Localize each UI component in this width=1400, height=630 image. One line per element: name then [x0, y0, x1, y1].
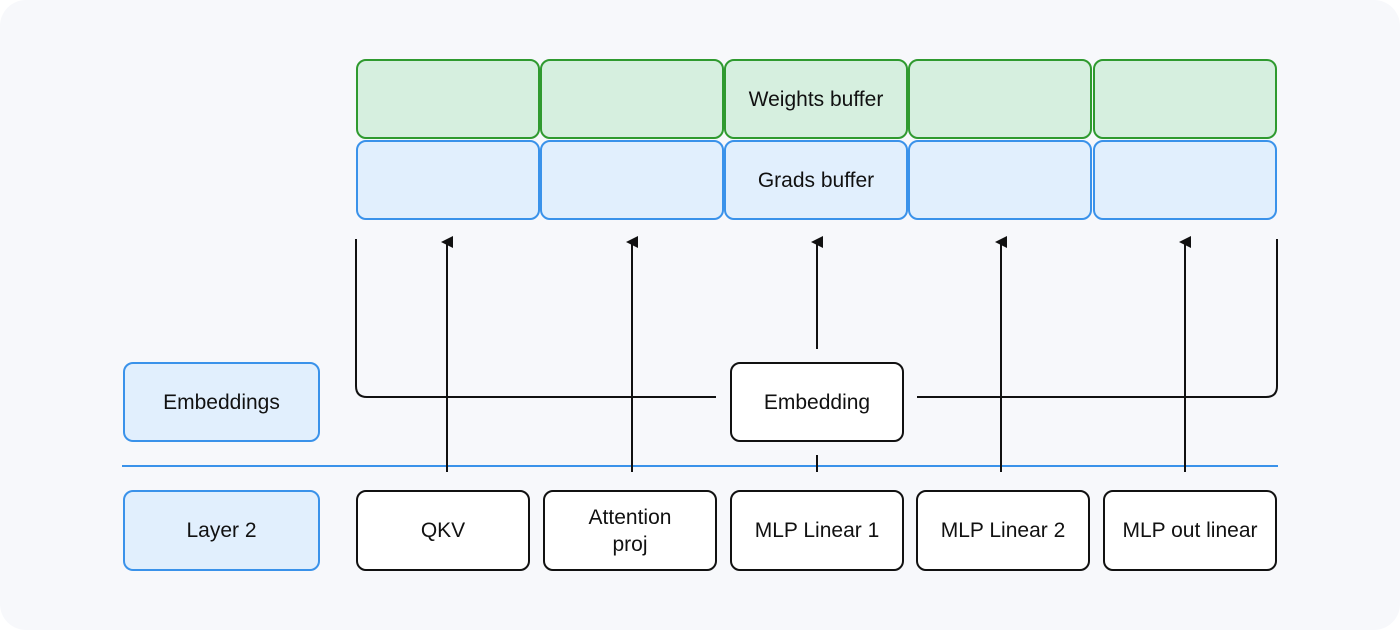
layer-op-label: MLP Linear 2 — [940, 519, 1066, 542]
layer-row-label: Layer 2 — [123, 490, 320, 571]
weights-buffer-segment-3: Weights buffer — [724, 59, 908, 139]
layer-op-qkv: QKV — [356, 490, 530, 571]
weights-buffer-segment-5 — [1093, 59, 1277, 139]
layer-op-label: QKV — [420, 519, 466, 542]
layer-op-mlp-linear-1: MLP Linear 1 — [730, 490, 904, 571]
layer-op-label: MLP Linear 1 — [754, 519, 880, 542]
weights-buffer-segment-4 — [908, 59, 1092, 139]
grads-buffer-label: Grads buffer — [757, 168, 875, 192]
weights-buffer-label: Weights buffer — [748, 87, 884, 111]
grads-buffer-segment-4 — [908, 140, 1092, 220]
layer-row-label-text: Layer 2 — [186, 519, 257, 542]
embedding-op-label: Embedding — [763, 390, 871, 414]
layer-op-label: MLP out linear — [1122, 519, 1258, 542]
layer-op-mlp-out-linear: MLP out linear — [1103, 490, 1277, 571]
embedding-bracket-left — [355, 239, 716, 398]
layer-op-label: Attention proj — [588, 505, 672, 556]
weights-buffer-segment-2 — [540, 59, 724, 139]
grads-buffer-segment-1 — [356, 140, 540, 220]
grads-buffer-segment-2 — [540, 140, 724, 220]
embeddings-row-label: Embeddings — [123, 362, 320, 442]
embedding-bracket-right — [917, 239, 1278, 398]
layer-op-mlp-linear-2: MLP Linear 2 — [916, 490, 1090, 571]
grads-buffer-segment-5 — [1093, 140, 1277, 220]
embedding-op-box: Embedding — [730, 362, 904, 442]
weights-buffer-segment-1 — [356, 59, 540, 139]
embeddings-row-label-text: Embeddings — [163, 390, 280, 414]
grads-buffer-segment-3: Grads buffer — [724, 140, 908, 220]
layer-op-attention-proj: Attention proj — [543, 490, 717, 571]
